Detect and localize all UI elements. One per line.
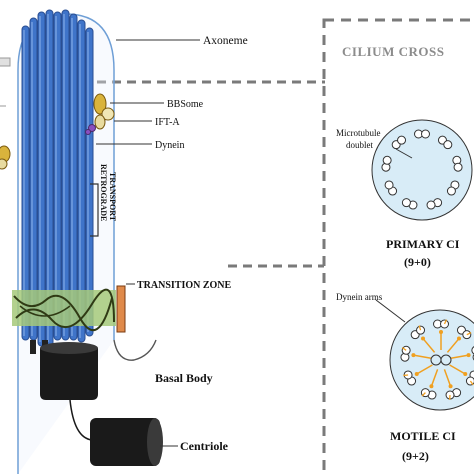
transition-zone-label: TRANSITION ZONE <box>137 280 232 291</box>
bbsome-shape <box>93 93 107 115</box>
primary-name: PRIMARY CI <box>386 237 460 251</box>
basal-body-top <box>40 342 98 354</box>
motile-callout-line <box>375 299 406 323</box>
axoneme-label: Axoneme <box>203 35 248 47</box>
dynein-label: Dynein <box>155 140 184 151</box>
radial-spoke-9 <box>422 338 436 353</box>
cross-section-title: CILIUM CROSS <box>342 44 444 59</box>
radial-spoke-2 <box>446 338 460 353</box>
basal-centriole-link <box>69 399 93 441</box>
retrograde-label-line2: TRANSPORT <box>108 172 117 222</box>
retrograde-label-line1: RETROGRADE <box>99 164 108 221</box>
motile-name: MOTILE CI <box>390 429 456 443</box>
centriole-end <box>147 418 163 466</box>
cross-section-panel <box>322 18 474 474</box>
dynein-shape <box>88 124 96 132</box>
primary-formula: (9+0) <box>404 255 431 269</box>
axoneme-microtubules <box>21 9 94 347</box>
motile-callout: Dynein arms <box>336 292 383 302</box>
centriole <box>90 418 160 466</box>
ift-train <box>85 93 115 135</box>
radial-spoke-7 <box>416 364 433 375</box>
ifta-shape <box>101 107 115 121</box>
anterograde-arrow <box>0 57 11 67</box>
primary-callout-line <box>395 148 413 159</box>
microtubule-9 <box>85 27 94 337</box>
basal-body-label: Basal Body <box>155 371 213 385</box>
radial-spoke-5 <box>443 369 452 387</box>
radial-spoke-3 <box>450 354 469 360</box>
radial-spoke-6 <box>430 369 439 387</box>
primary-doublets <box>381 129 463 210</box>
radial-spoke-8 <box>413 354 432 360</box>
centriole-label: Centriole <box>180 439 229 453</box>
motile-formula: (9+2) <box>402 449 429 463</box>
basal-body <box>40 348 98 400</box>
radial-spoke-4 <box>449 364 466 375</box>
leader-lines <box>96 39 200 447</box>
ifta-label: IFT-A <box>155 117 180 128</box>
ciliary-pocket <box>113 339 157 361</box>
transition-zone-bracket <box>116 285 126 333</box>
motile-radial-spokes <box>411 330 471 389</box>
motile-central-pair <box>430 354 452 366</box>
left-ift-train <box>0 145 11 170</box>
motile-doublet-3 <box>471 346 474 355</box>
primary-callout-line1: Microtubule <box>336 128 381 138</box>
retrograde-bracket <box>90 183 99 237</box>
bbsome-label: BBSome <box>167 99 204 110</box>
primary-callout-line2: doublet <box>346 140 373 150</box>
motile-doublets <box>400 319 474 400</box>
transition-zone <box>12 288 116 331</box>
